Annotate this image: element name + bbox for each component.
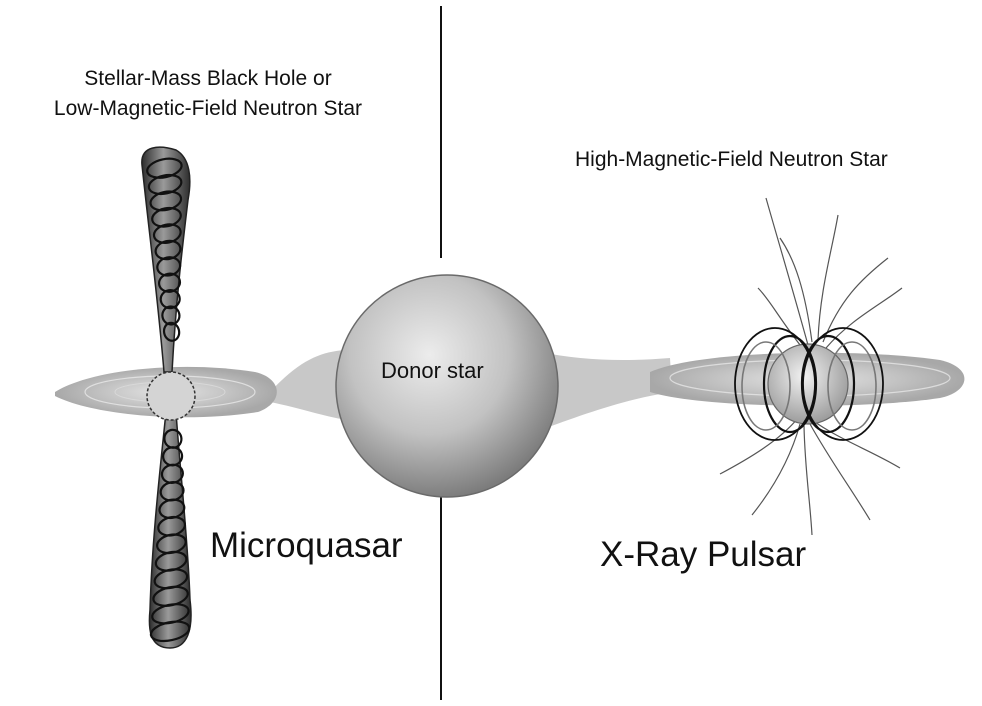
microquasar-label: Microquasar [210,526,403,566]
xray-pulsar-label: X-Ray Pulsar [600,535,806,575]
compact-object [147,372,195,420]
donor-star-label: Donor star [381,358,484,384]
compact-object-label: Stellar-Mass Black Hole or Low-Magnetic-… [8,64,408,124]
compact-object-label-line1: Stellar-Mass Black Hole or [8,64,408,94]
donor-star [336,275,558,497]
upper-jet [142,147,190,372]
compact-object-label-line2: Low-Magnetic-Field Neutron Star [8,94,408,124]
pulsar-object-label: High-Magnetic-Field Neutron Star [575,145,888,175]
lower-jet [149,412,191,648]
